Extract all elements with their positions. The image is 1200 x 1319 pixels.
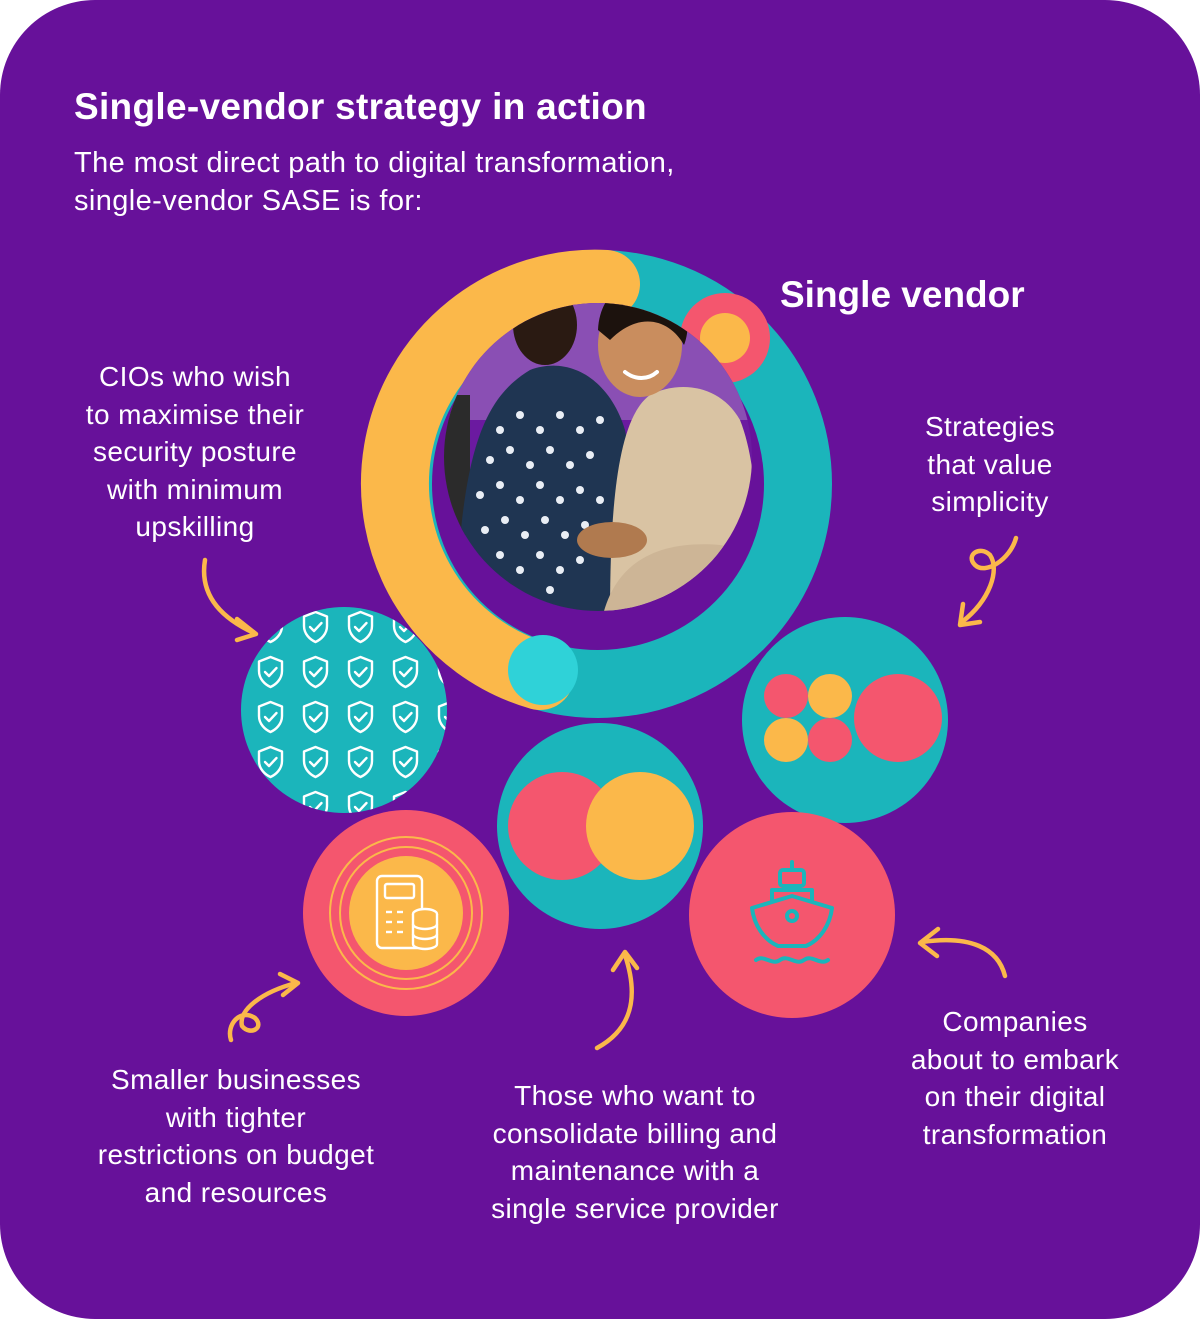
single-vendor-label: Single vendor — [780, 274, 1025, 315]
caption-cios: CIOs who wish to maximise their security… — [85, 361, 305, 542]
calculator-coins-icon — [375, 874, 439, 951]
shield-pattern-circle — [241, 607, 447, 813]
single-vendor-ring — [360, 249, 832, 718]
simplicity-circle — [742, 617, 948, 823]
caption-consolidate: Those who want to consolidate billing an… — [491, 1080, 779, 1224]
consolidate-circle — [497, 723, 703, 929]
curly-arrow-icon — [201, 535, 1019, 1051]
transformation-circle — [689, 812, 895, 1018]
team-photo — [444, 303, 752, 611]
ship-icon — [750, 860, 834, 964]
caption-smaller-businesses: Smaller businesses with tighter restrict… — [97, 1064, 375, 1208]
page-subtitle: The most direct path to digital transfor… — [74, 147, 675, 217]
caption-strategies: Strategies that value simplicity — [924, 411, 1056, 517]
shield-check-icon — [241, 607, 447, 813]
page-title: Single-vendor strategy in action — [74, 86, 647, 127]
caption-companies: Companies about to embark on their digit… — [910, 1006, 1120, 1150]
budget-circle — [303, 810, 509, 1016]
